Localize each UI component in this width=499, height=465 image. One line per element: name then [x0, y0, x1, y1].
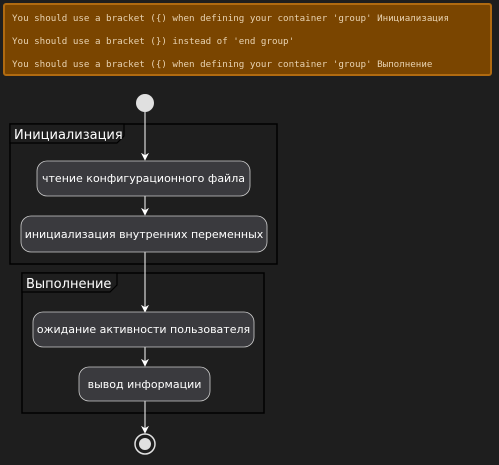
activity-label: инициализация внутренних переменных	[25, 228, 264, 241]
activity-label: чтение конфигурационного файла	[42, 172, 245, 185]
warning-line-2: You should use a bracket (}) instead of …	[12, 36, 295, 47]
activity-init-variables: инициализация внутренних переменных	[20, 215, 268, 253]
activity-output-info: вывод информации	[78, 366, 211, 402]
group-frame-initialization: Инициализация	[9, 123, 278, 265]
group-frame-execution: Выполнение	[21, 272, 265, 414]
activity-wait-user: ожидание активности пользователя	[32, 311, 255, 348]
group-title-initialization: Инициализация	[14, 128, 123, 143]
warning-line-1: You should use a bracket ({) when defini…	[12, 13, 449, 24]
end-node	[134, 433, 156, 455]
activity-label: ожидание активности пользователя	[37, 323, 250, 336]
warning-line-3: You should use a bracket ({) when defini…	[12, 59, 433, 70]
activity-read-config: чтение конфигурационного файла	[36, 160, 251, 197]
start-node	[136, 94, 154, 112]
group-title-execution: Выполнение	[26, 277, 111, 292]
activity-label: вывод информации	[88, 378, 202, 391]
warning-banner: You should use a bracket ({) when defini…	[3, 3, 492, 76]
